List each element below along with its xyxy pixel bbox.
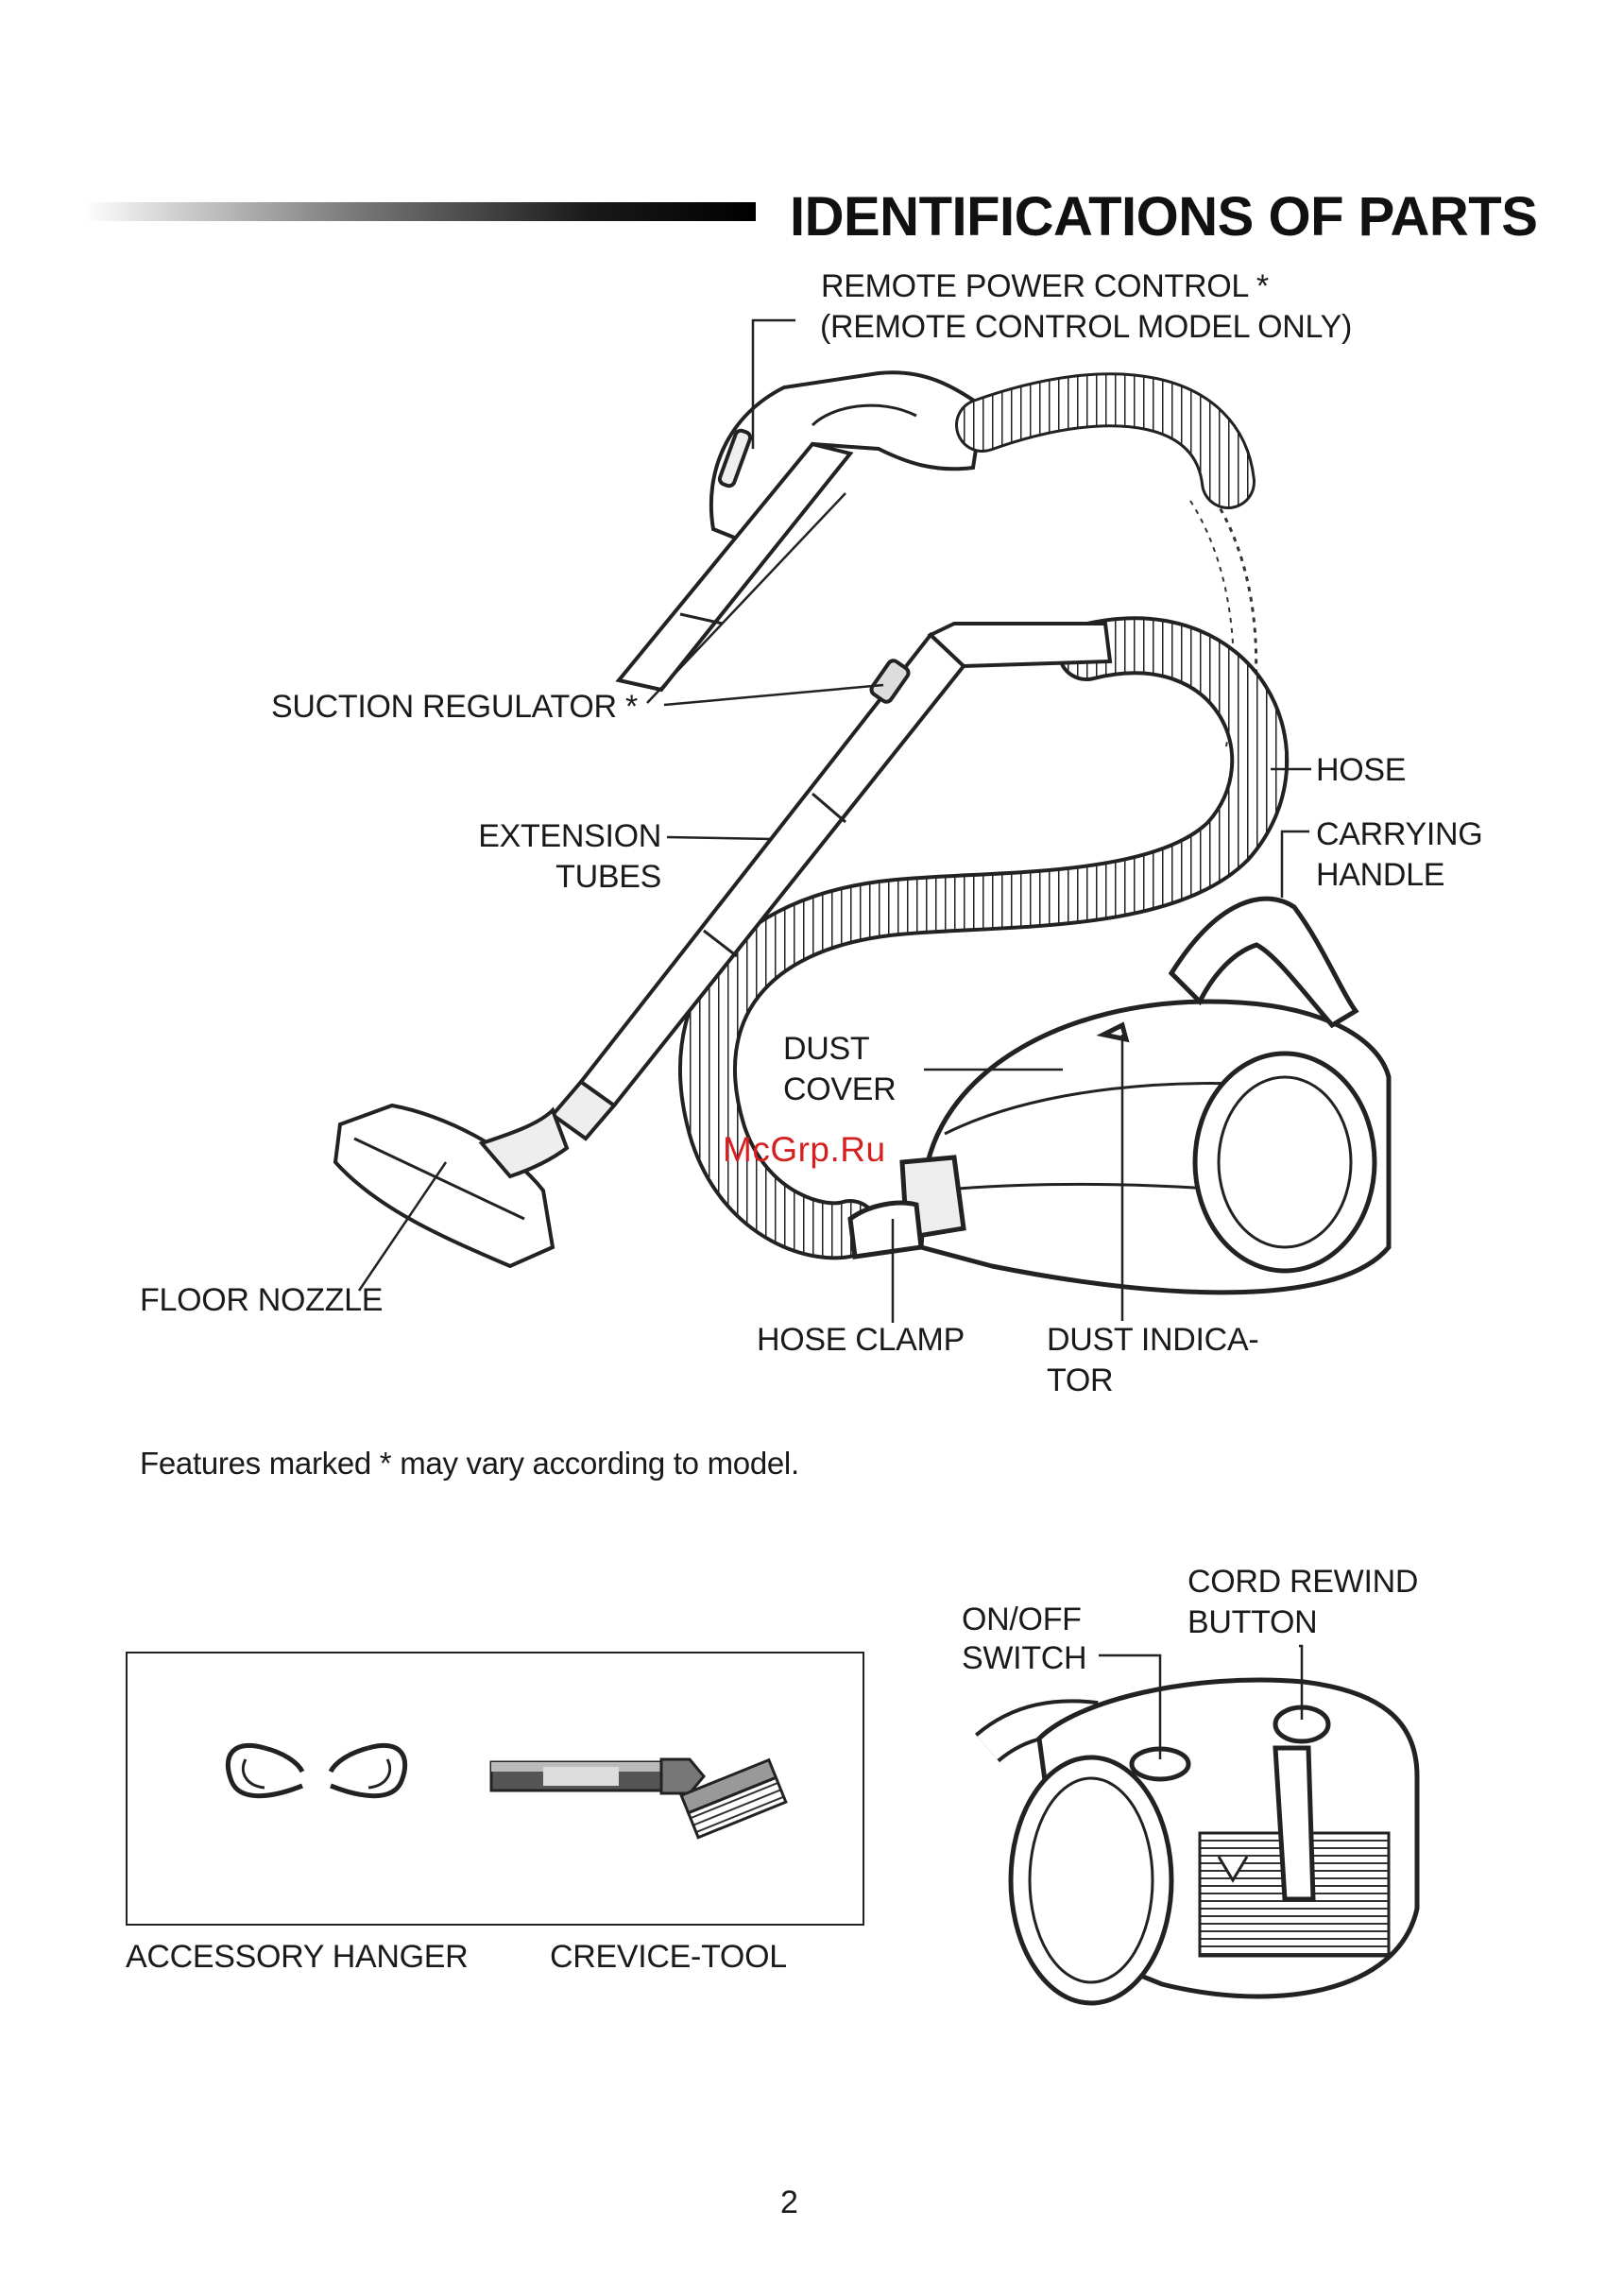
hose-clamp (847, 1200, 924, 1259)
label-dust-indicator: DUST INDICA- (1047, 1322, 1259, 1358)
label-crevice-tool: CREVICE-TOOL (550, 1939, 787, 1975)
detail-leader-lines (1099, 1644, 1304, 1759)
accessory-box (126, 1652, 864, 1926)
title-gradient-bar (83, 202, 756, 221)
canister-body (847, 896, 1392, 1295)
page-number: 2 (780, 2185, 798, 2220)
label-hose-clamp: HOSE CLAMP (757, 1322, 965, 1358)
upper-tube (615, 441, 854, 693)
leader-lines (357, 318, 1311, 1323)
label-hose: HOSE (1316, 752, 1407, 788)
label-button: BUTTON (1187, 1604, 1318, 1640)
label-tubes: TUBES (555, 859, 661, 895)
label-cord-rewind: CORD REWIND (1187, 1564, 1419, 1600)
label-handle: HANDLE (1316, 857, 1445, 893)
floor-nozzle (333, 1103, 570, 1269)
features-note: Features marked * may vary according to … (140, 1446, 799, 1481)
accessory-hanger-icon (225, 1742, 408, 1799)
page-title: IDENTIFICATIONS OF PARTS (790, 186, 1538, 248)
label-cover: COVER (783, 1071, 897, 1107)
carrying-handle (1168, 896, 1359, 1029)
label-carrying: CARRYING (1316, 816, 1483, 852)
label-floor-nozzle: FLOOR NOZZLE (140, 1282, 384, 1318)
watermark: McGrp.Ru (723, 1130, 886, 1169)
label-dust: DUST (783, 1031, 870, 1067)
suction-regulator-slider (869, 659, 911, 704)
label-dust-indicator-tor: TOR (1047, 1362, 1114, 1398)
label-on-off: ON/OFF (962, 1602, 1082, 1637)
label-switch: SWITCH (962, 1640, 1087, 1676)
extension-tubes (550, 622, 1113, 1141)
canister-detail-illustration (974, 1677, 1420, 2006)
crevice-tool-icon (489, 1757, 788, 1840)
label-accessory-hanger: ACCESSORY HANGER (126, 1939, 469, 1975)
accessory-illustrations (225, 1742, 788, 1840)
label-remote-control-model-only: (REMOTE CONTROL MODEL ONLY) (820, 309, 1353, 345)
label-suction-regulator: SUCTION REGULATOR * (271, 689, 638, 725)
label-extension: EXTENSION (478, 818, 661, 854)
hose (677, 616, 1290, 1260)
detail-carrying-handle (1273, 1745, 1316, 1902)
dust-indicator-window (1096, 1021, 1130, 1043)
remote-buttons (717, 428, 753, 488)
label-remote-power-control: REMOTE POWER CONTROL * (821, 268, 1269, 304)
